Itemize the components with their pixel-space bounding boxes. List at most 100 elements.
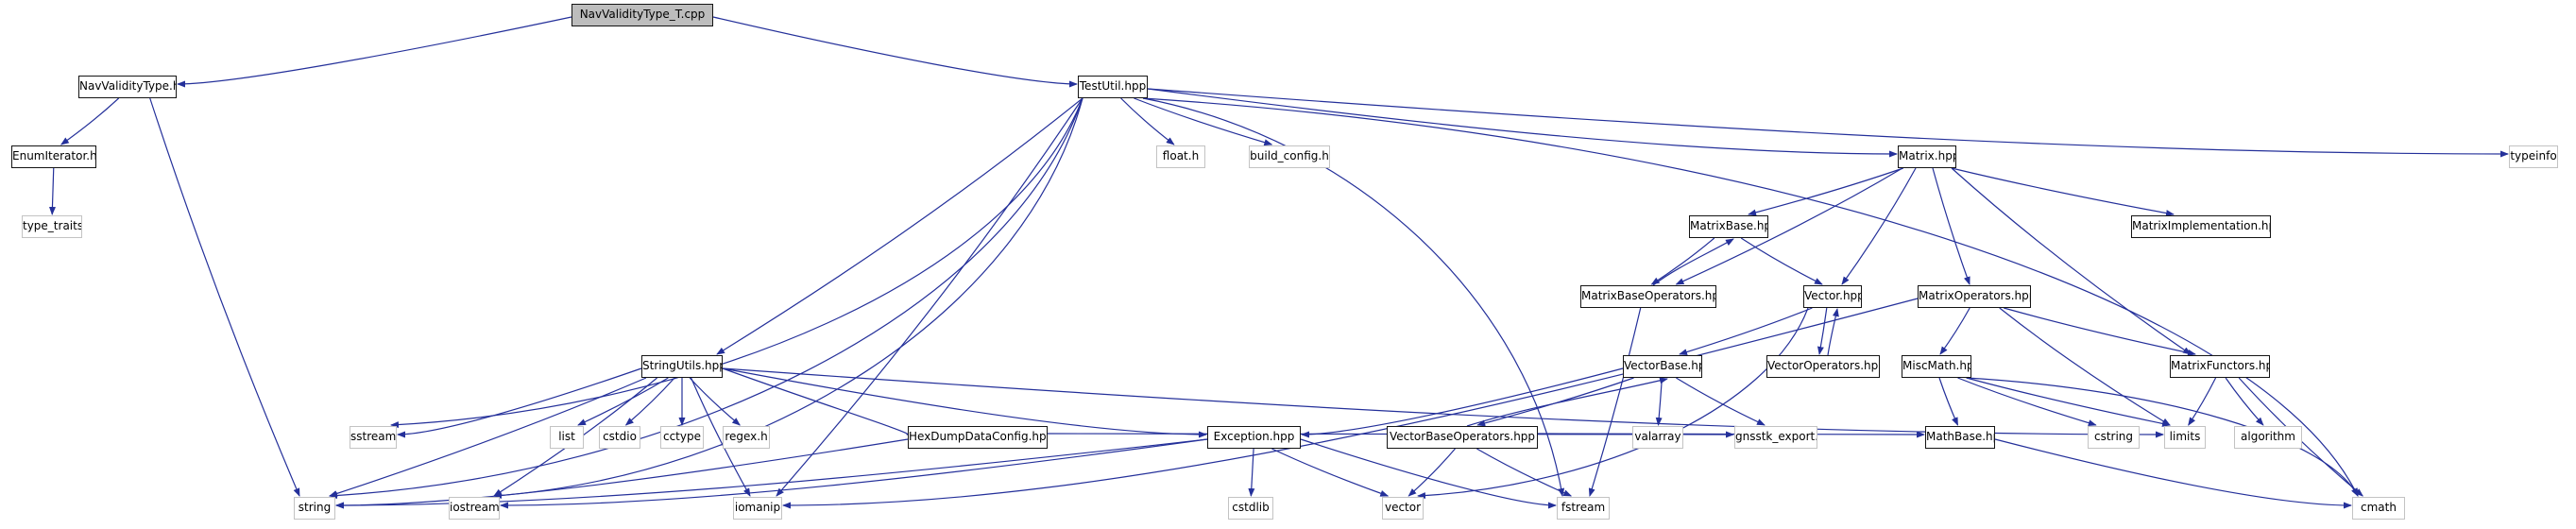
edge-matrixoperators_hpp-to-matrixfunctors_hpp (2004, 307, 2196, 356)
edge-matrix_hpp-to-matrixbase_hpp (1748, 167, 1903, 216)
node-type_traits: type_traits (22, 215, 82, 238)
edge-testutil_hpp-to-iomanip (776, 97, 1083, 497)
edge-vectoroperators_hpp-to-vector_hpp (1827, 308, 1839, 356)
edge-stringutils_hpp-to-hexdumpdataconfig_hpp (722, 367, 915, 438)
node-miscmath_hpp[interactable]: MiscMath.hpp (1902, 355, 1971, 378)
node-typeinfo: typeinfo (2509, 145, 2558, 168)
edge-matrixbase_hpp-to-matrixbaseoperators_hpp (1650, 237, 1715, 285)
node-build_config_h: build_config.h (1249, 145, 1330, 168)
edge-navvaliditytype_hpp-to-enumiterator_hpp (60, 97, 120, 145)
edge-testutil_hpp-to-fstream (1142, 97, 1565, 497)
edge-matrixbaseoperators_hpp-to-matrixbase_hpp (1652, 238, 1734, 286)
node-vector_hpp[interactable]: Vector.hpp (1803, 285, 1862, 308)
edge-miscmath_hpp-to-cstring (1957, 377, 2097, 427)
node-valarray: valarray (1632, 426, 1683, 449)
edge-testutil_hpp-to-build_config_h (1134, 97, 1273, 146)
node-matrix_hpp[interactable]: Matrix.hpp (1898, 145, 1956, 168)
edge-stringutils_hpp-to-limits (722, 367, 2164, 438)
edge-matrix_hpp-to-matriximplementation_hpp (1951, 167, 2175, 216)
node-matrixbase_hpp[interactable]: MatrixBase.hpp (1689, 215, 1768, 238)
edge-exception_hpp-to-fstream (1300, 438, 1557, 509)
node-vectorbaseoperators_hpp[interactable]: VectorBaseOperators.hpp (1387, 426, 1538, 449)
edge-stringutils_hpp-to-string (329, 377, 647, 497)
node-testutil_hpp[interactable]: TestUtil.hpp (1078, 76, 1148, 98)
node-vectoroperators_hpp[interactable]: VectorOperators.hpp (1766, 355, 1880, 378)
edge-matrixoperators_hpp-to-miscmath_hpp (1939, 307, 1970, 355)
edge-hexdumpdataconfig_hpp-to-string (335, 438, 909, 509)
node-string: string (294, 497, 335, 520)
node-limits: limits (2164, 426, 2206, 449)
edge-exception_hpp-to-cstdlib (1248, 448, 1255, 497)
edge-matrixoperators_hpp-to-limits (1999, 307, 2171, 426)
node-sstream: sstream (350, 426, 397, 449)
node-regex_h: regex.h (723, 426, 770, 449)
node-matrixbaseoperators_hpp[interactable]: MatrixBaseOperators.hpp (1580, 285, 1716, 308)
edge-vector_hpp-to-vector (1417, 307, 1809, 500)
edge-vectorbase_hpp-to-valarray (1655, 377, 1663, 426)
node-iostream: iostream (449, 497, 500, 520)
node-algorithm: algorithm (2234, 426, 2302, 449)
edge-exception_hpp-to-string (335, 438, 1208, 509)
node-navvaliditytype_hpp[interactable]: NavValidityType.hpp (78, 76, 177, 98)
node-gnsstk_export_h: gnsstk_export.h (1734, 426, 1817, 449)
edge-testutil_hpp-to-stringutils_hpp (716, 97, 1083, 355)
edge-matrix_hpp-to-matrixbaseoperators_hpp (1675, 167, 1903, 285)
node-cstdlib: cstdlib (1228, 497, 1273, 520)
edge-vectorbaseoperators_hpp-to-vector (1407, 448, 1456, 497)
edge-testutil_hpp-to-iostream (493, 97, 1083, 499)
node-hexdumpdataconfig_hpp[interactable]: HexDumpDataConfig.hpp (908, 426, 1048, 449)
edge-matrix_hpp-to-vector_hpp (1841, 167, 1917, 285)
node-mathbase_hpp[interactable]: MathBase.hpp (1925, 426, 1995, 449)
edge-miscmath_hpp-to-mathbase_hpp (1938, 377, 1959, 426)
node-vectorbase_hpp[interactable]: VectorBase.hpp (1623, 355, 1702, 378)
edge-matrix_hpp-to-matrixoperators_hpp (1932, 167, 1970, 285)
node-cstdio: cstdio (599, 426, 640, 449)
edge-vector_hpp-to-vectorbase_hpp (1679, 307, 1813, 355)
node-list: list (550, 426, 584, 449)
edge-testutil_hpp-to-sstream (390, 97, 1083, 429)
edge-stringutils_hpp-to-sstream (397, 367, 642, 438)
node-float_h: float.h (1156, 145, 1205, 168)
edge-stringutils_hpp-to-list (577, 377, 669, 426)
node-cstring: cstring (2088, 426, 2140, 449)
node-stringutils_hpp[interactable]: StringUtils.hpp (641, 355, 723, 378)
edge-enumiterator_hpp-to-type_traits (48, 167, 56, 215)
edge-matrixoperators_hpp-to-iomanip (782, 298, 1919, 509)
edge-vector_hpp-to-vectoroperators_hpp (1817, 307, 1828, 355)
node-matrixoperators_hpp[interactable]: MatrixOperators.hpp (1918, 285, 2031, 308)
edge-exception_hpp-to-iostream (500, 438, 1208, 509)
node-fstream: fstream (1557, 497, 1610, 520)
edge-testutil_hpp-to-string (329, 97, 1083, 500)
edge-mathbase_hpp-to-cmath (1994, 438, 2352, 509)
node-matrixfunctors_hpp[interactable]: MatrixFunctors.hpp (2170, 355, 2270, 378)
edge-vectorbaseoperators_hpp-to-fstream (1476, 448, 1573, 497)
node-matriximplementation_hpp[interactable]: MatrixImplementation.hpp (2131, 215, 2271, 238)
edge-miscmath_hpp-to-limits (1966, 377, 2171, 427)
edge-matrixfunctors_hpp-to-algorithm (2225, 377, 2264, 426)
edge-matrixfunctors_hpp-to-limits (2188, 377, 2217, 426)
edge-vectorbase_hpp-to-gnsstk_export_h (1676, 377, 1766, 426)
edge-stringutils_hpp-to-regex_h (689, 377, 741, 426)
node-navvaliditytype_t_cpp: NavValidityType_T.cpp (571, 4, 713, 26)
node-iomanip: iomanip (733, 497, 782, 520)
edge-stringutils_hpp-to-exception_hpp (722, 367, 1207, 438)
edge-matrixbaseoperators_hpp-to-fstream (1588, 307, 1642, 497)
edge-testutil_hpp-to-float_h (1120, 97, 1175, 145)
node-exception_hpp[interactable]: Exception.hpp (1207, 426, 1301, 449)
edge-matrixbase_hpp-to-vector_hpp (1740, 237, 1823, 285)
edge-stringutils_hpp-to-iomanip (691, 377, 751, 497)
edge-vectorbaseoperators_hpp-to-vectorbase_hpp (1466, 377, 1668, 427)
node-cmath: cmath (2352, 497, 2405, 520)
edge-vectorbase_hpp-to-vectorbaseoperators_hpp (1476, 377, 1634, 427)
edge-matrix_hpp-to-matrixfunctors_hpp (1951, 167, 2192, 355)
edge-navvaliditytype_t_cpp-to-testutil_hpp (712, 16, 1078, 88)
edge-testutil_hpp-to-typeinfo (1147, 88, 2509, 158)
edge-miscmath_hpp-to-cmath (1966, 377, 2359, 497)
node-enumiterator_hpp[interactable]: EnumIterator.hpp (11, 145, 96, 168)
edge-vectorbase_hpp-to-exception_hpp (1301, 367, 1624, 438)
edge-testutil_hpp-to-matrix_hpp (1147, 88, 1898, 158)
node-vector: vector (1382, 497, 1424, 520)
edge-testutil_hpp-to-cmath (1142, 97, 2359, 497)
